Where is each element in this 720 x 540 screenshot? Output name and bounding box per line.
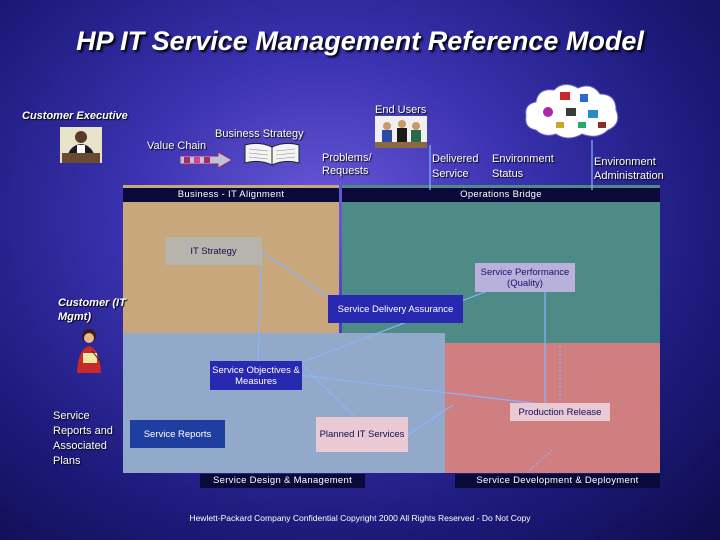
label-customer-executive: Customer Executive: [22, 110, 128, 122]
line-objectives-planned: [299, 362, 361, 423]
line-dashed-deploy: [529, 449, 553, 471]
executive-person-icon: [60, 127, 102, 163]
arrow-icon: [180, 152, 232, 168]
label-customer-it-mgmt: Customer (IT Mgmt): [58, 297, 126, 323]
label-end-users: End Users: [375, 104, 427, 116]
customer-woman-icon: [77, 329, 101, 373]
label-problems-requests: Problems/ Requests: [322, 152, 372, 177]
box-planned-it-services: Planned IT Services: [316, 417, 408, 452]
header-service-design-management: Service Design & Management: [200, 474, 365, 488]
header-service-development-deployment: Service Development & Deployment: [455, 474, 660, 488]
label-service-reports-plans: Service Reports and Associated Plans: [53, 410, 113, 467]
environment-cloud-icon: [525, 84, 619, 139]
label-delivered-service: Delivered Service: [432, 153, 479, 180]
line-objectives-release: [299, 374, 549, 406]
footer-copyright: Hewlett-Packard Company Confidential Cop…: [189, 513, 531, 523]
book-icon: [244, 142, 300, 166]
box-it-strategy: IT Strategy: [165, 237, 262, 265]
box-service-delivery-assurance: Service Delivery Assurance: [328, 295, 463, 323]
header-operations-bridge: Operations Bridge: [342, 188, 660, 202]
label-business-strategy: Business Strategy: [215, 128, 304, 140]
box-service-objectives: Service Objectives & Measures: [210, 361, 302, 390]
box-service-performance: Service Performance (Quality): [475, 263, 575, 292]
box-production-release: Production Release: [510, 403, 610, 421]
header-business-it-alignment: Business - IT Alignment: [123, 188, 339, 202]
line-strategy-delivery: [261, 251, 331, 299]
end-users-group-icon: [375, 116, 427, 148]
line-strategy-objectives: [257, 251, 263, 363]
box-service-reports: Service Reports: [130, 420, 225, 448]
label-environment-administration: Environment Administration: [594, 156, 664, 182]
label-environment-status: Environment Status: [492, 153, 554, 180]
page-title: HP IT Service Management Reference Model: [76, 26, 644, 56]
label-value-chain: Value Chain: [147, 140, 207, 152]
line-planned-release: [404, 404, 454, 438]
